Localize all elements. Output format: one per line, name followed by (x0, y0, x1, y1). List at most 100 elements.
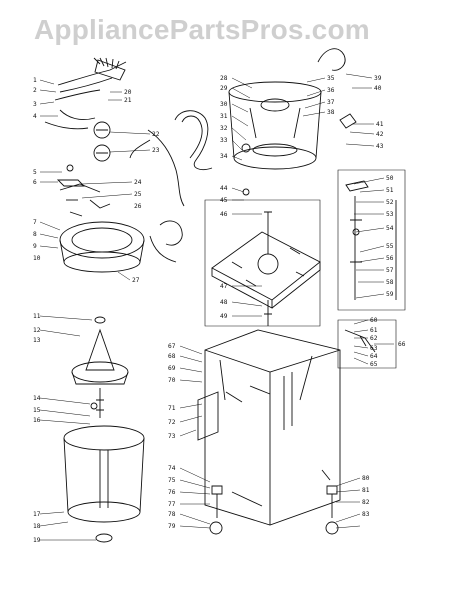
callout-43: 43 (376, 143, 384, 150)
callout-57: 57 (386, 267, 394, 274)
callout-41: 41 (376, 121, 384, 128)
callout-68: 68 (168, 353, 176, 360)
callout-78: 78 (168, 511, 176, 518)
hinge-spring (317, 48, 357, 129)
wire-harness (44, 57, 127, 130)
callout-11: 11 (33, 313, 41, 320)
callout-70: 70 (168, 377, 176, 384)
callout-53: 53 (386, 211, 394, 218)
callout-3: 3 (33, 101, 37, 108)
drain-hose (129, 110, 213, 207)
callout-16: 16 (33, 417, 41, 424)
wash-basket (63, 425, 145, 543)
callout-75: 75 (168, 477, 176, 484)
callout-37: 37 (327, 99, 335, 106)
callout-67: 67 (168, 343, 176, 350)
callout-30: 30 (220, 101, 228, 108)
callout-49: 49 (220, 313, 228, 320)
callout-44: 44 (220, 185, 228, 192)
outer-tub (228, 81, 322, 170)
callout-23: 23 (152, 147, 160, 154)
callout-45: 45 (220, 197, 228, 204)
callout-26: 26 (134, 203, 142, 210)
callout-71: 71 (168, 405, 176, 412)
callout-80: 80 (362, 475, 370, 482)
callout-21: 21 (124, 97, 132, 104)
callout-66: 66 (398, 341, 406, 348)
callout-42: 42 (376, 131, 384, 138)
callout-19: 19 (33, 537, 41, 544)
callout-20: 20 (124, 89, 132, 96)
suspension-rods (337, 169, 406, 311)
callout-28: 28 (220, 75, 228, 82)
callout-25: 25 (134, 191, 142, 198)
callout-65: 65 (370, 361, 378, 368)
callout-82: 82 (362, 499, 370, 506)
callout-2: 2 (33, 87, 37, 94)
callout-74: 74 (168, 465, 176, 472)
callout-52: 52 (386, 199, 394, 206)
callout-54: 54 (386, 225, 394, 232)
callout-1: 1 (33, 77, 37, 84)
callout-47: 47 (220, 283, 228, 290)
callout-labels: 1 2 3 4 5 6 7 8 9 10 11 12 13 14 15 16 1… (33, 75, 406, 544)
callout-73: 73 (168, 433, 176, 440)
callout-13: 13 (33, 337, 41, 344)
cabinet (197, 329, 341, 526)
callout-34: 34 (220, 153, 228, 160)
callout-63: 63 (370, 345, 378, 352)
callout-24: 24 (134, 179, 142, 186)
callout-77: 77 (168, 501, 176, 508)
callout-5: 5 (33, 169, 37, 176)
callout-81: 81 (362, 487, 370, 494)
callout-83: 83 (362, 511, 370, 518)
leveling-legs (209, 485, 339, 535)
callout-48: 48 (220, 299, 228, 306)
callout-59: 59 (386, 291, 394, 298)
callout-79: 79 (168, 523, 176, 530)
callout-7: 7 (33, 219, 37, 226)
transmission-base (204, 199, 321, 327)
callout-10: 10 (33, 255, 41, 262)
callout-72: 72 (168, 419, 176, 426)
callout-8: 8 (33, 231, 37, 238)
callout-29: 29 (220, 85, 228, 92)
callout-14: 14 (33, 395, 41, 402)
callout-69: 69 (168, 365, 176, 372)
water-pump (149, 220, 183, 263)
agitator (71, 316, 129, 418)
callout-9: 9 (33, 243, 37, 250)
callout-58: 58 (386, 279, 394, 286)
callout-4: 4 (33, 113, 37, 120)
callout-6: 6 (33, 179, 37, 186)
callout-18: 18 (33, 523, 41, 530)
callout-27: 27 (132, 277, 140, 284)
callout-33: 33 (220, 137, 228, 144)
callout-76: 76 (168, 489, 176, 496)
leader-lines (39, 73, 394, 541)
callout-22: 22 (152, 131, 160, 138)
callout-56: 56 (386, 255, 394, 262)
callout-31: 31 (220, 113, 228, 120)
callout-40: 40 (374, 85, 382, 92)
callout-55: 55 (386, 243, 394, 250)
callout-17: 17 (33, 511, 41, 518)
callout-60: 60 (370, 317, 378, 324)
callout-38: 38 (327, 109, 335, 116)
fasteners (56, 143, 251, 410)
callout-61: 61 (370, 327, 378, 334)
pump-parts (93, 121, 111, 162)
callout-36: 36 (327, 87, 335, 94)
callout-64: 64 (370, 353, 378, 360)
callout-51: 51 (386, 187, 394, 194)
callout-39: 39 (374, 75, 382, 82)
watermark: AppliancePartsPros.com (34, 14, 370, 45)
callout-32: 32 (220, 125, 228, 132)
tub-ring (59, 183, 145, 273)
callout-46: 46 (220, 211, 228, 218)
callout-50: 50 (386, 175, 394, 182)
callout-15: 15 (33, 407, 41, 414)
callout-12: 12 (33, 327, 41, 334)
